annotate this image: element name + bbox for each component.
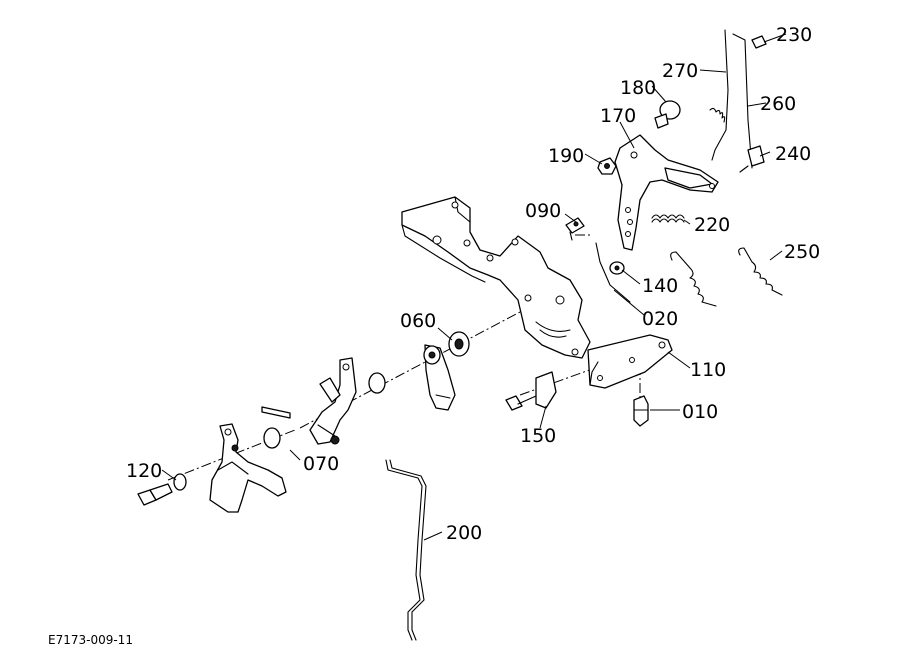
callout-020: 020 [642, 308, 678, 330]
callout-090: 090 [525, 200, 561, 222]
callout-190: 190 [548, 145, 584, 167]
callout-labels: 230 270 260 180 170 190 240 090 220 250 … [126, 24, 820, 544]
top-lever-170 [614, 134, 719, 251]
front-lever-plate [209, 423, 287, 513]
clip-240 [739, 145, 765, 173]
callout-230: 230 [776, 24, 812, 46]
callout-110: 110 [690, 359, 726, 381]
bolt-230 [751, 35, 767, 49]
springs-250 [670, 247, 783, 307]
lower-bracket-110 [587, 334, 673, 389]
washer-small [368, 372, 386, 394]
callout-170: 170 [600, 105, 636, 127]
cable-clamp-150 [505, 371, 557, 411]
rod-200 [385, 459, 427, 641]
bolt-010 [633, 395, 649, 427]
callout-250: 250 [784, 241, 820, 263]
leader-lines [161, 33, 787, 541]
drawing-number: E7173-009-11 [48, 633, 133, 647]
callout-010: 010 [682, 401, 718, 423]
callout-220: 220 [694, 214, 730, 236]
callout-240: 240 [775, 143, 811, 165]
assembly-centerlines [167, 234, 641, 481]
rods-260-270 [709, 29, 753, 169]
main-bracket-plate [401, 196, 631, 359]
nut-140 [609, 261, 625, 275]
knob-180 [654, 100, 681, 129]
callout-150: 150 [520, 425, 556, 447]
callout-070: 070 [303, 453, 339, 475]
bolt-120 [137, 473, 187, 506]
spring-220 [651, 214, 685, 223]
lever-assembly-070 [261, 357, 357, 449]
callout-180: 180 [620, 77, 656, 99]
control-arm-060 [423, 344, 456, 411]
callout-120: 120 [126, 460, 162, 482]
callout-140: 140 [642, 275, 678, 297]
callout-270: 270 [662, 60, 698, 82]
callout-060: 060 [400, 310, 436, 332]
callout-200: 200 [446, 522, 482, 544]
washer-060 [448, 331, 470, 357]
nut-190 [597, 157, 617, 175]
callout-260: 260 [760, 93, 796, 115]
